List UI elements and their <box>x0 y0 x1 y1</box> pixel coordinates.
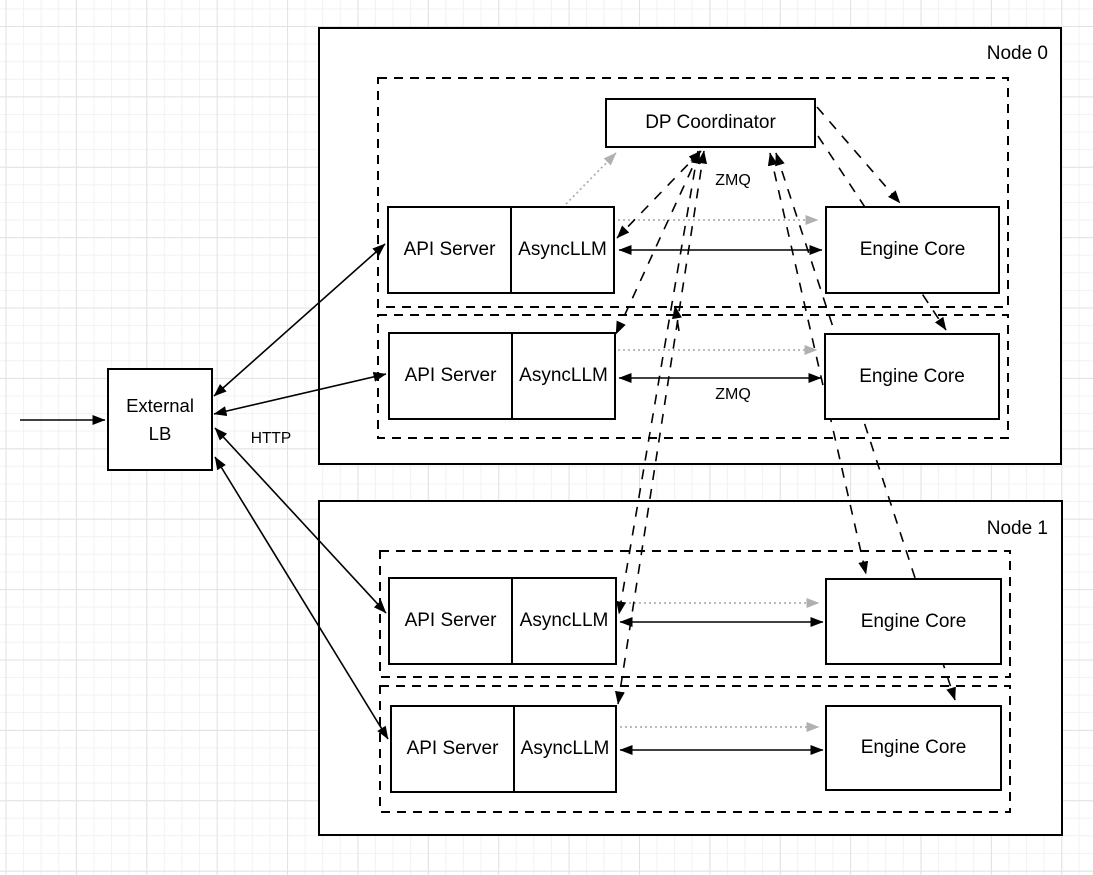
engine-core-label: Engine Core <box>859 239 966 261</box>
api-server-label: API Server <box>406 738 499 760</box>
external-lb-box: External LB <box>107 368 213 471</box>
asyncllm-label: AsyncLLM <box>519 365 608 387</box>
engine-core-label: Engine Core <box>859 365 965 387</box>
asyncllm-cell: AsyncLLM <box>511 334 614 418</box>
api-async-box-n0r1: API Server AsyncLLM <box>388 332 616 420</box>
engine-core-label: Engine Core <box>860 737 967 759</box>
engine-core-label: Engine Core <box>860 610 967 632</box>
node1-label: Node 1 <box>986 518 1048 539</box>
engine-core-box-n1r1: Engine Core <box>825 705 1002 791</box>
api-async-box-n1r1: API Server AsyncLLM <box>390 705 617 793</box>
api-async-box-n0r0: API Server AsyncLLM <box>387 206 615 294</box>
api-server-label: API Server <box>404 365 497 387</box>
api-server-cell: API Server <box>390 334 511 418</box>
api-server-label: API Server <box>404 610 497 632</box>
api-server-label: API Server <box>403 239 496 261</box>
zmq-label-coordinator: ZMQ <box>715 172 751 189</box>
api-server-cell: API Server <box>392 707 513 791</box>
node0-label: Node 0 <box>986 43 1048 64</box>
engine-core-box-n0r0: Engine Core <box>825 206 1000 294</box>
engine-core-box-n1r0: Engine Core <box>825 578 1002 665</box>
external-lb-label-line1: External <box>126 394 194 416</box>
api-async-box-n1r0: API Server AsyncLLM <box>388 577 617 665</box>
dp-coordinator-box: DP Coordinator <box>605 98 816 148</box>
engine-core-box-n0r1: Engine Core <box>824 333 1000 420</box>
asyncllm-cell: AsyncLLM <box>511 579 615 663</box>
http-label: HTTP <box>250 430 292 447</box>
asyncllm-cell: AsyncLLM <box>513 707 615 791</box>
asyncllm-cell: AsyncLLM <box>510 208 613 292</box>
asyncllm-label: AsyncLLM <box>519 610 609 632</box>
zmq-label-engine: ZMQ <box>715 386 751 403</box>
api-server-cell: API Server <box>389 208 510 292</box>
api-server-cell: API Server <box>390 579 511 663</box>
dp-coordinator-label: DP Coordinator <box>645 112 776 134</box>
external-lb-label-line2: LB <box>148 422 172 444</box>
asyncllm-label: AsyncLLM <box>520 738 610 760</box>
asyncllm-label: AsyncLLM <box>518 239 607 261</box>
